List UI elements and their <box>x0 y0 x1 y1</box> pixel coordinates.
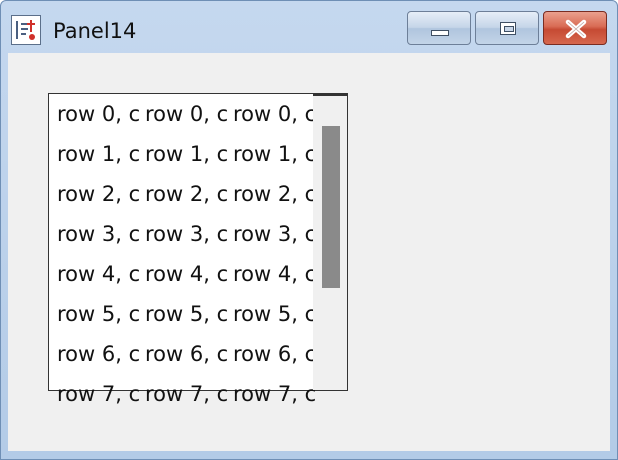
table-cell[interactable]: row 3, c <box>57 222 141 246</box>
minimize-icon <box>431 30 449 36</box>
table-cell[interactable]: row 2, c <box>145 182 229 206</box>
table-cell[interactable]: row 7, c <box>145 382 229 406</box>
table-cell[interactable]: row 1, c <box>57 142 141 166</box>
minimize-button[interactable] <box>407 11 471 45</box>
table-cell[interactable]: row 5, c <box>57 302 141 326</box>
maximize-icon <box>500 22 516 35</box>
maximize-button[interactable] <box>475 11 539 45</box>
close-icon <box>565 19 587 39</box>
close-button[interactable] <box>543 11 607 45</box>
table-cell[interactable]: row 0, c <box>233 102 317 126</box>
table-cell[interactable]: row 0, c <box>145 102 229 126</box>
table-cell[interactable]: row 5, c <box>233 302 317 326</box>
vertical-scrollbar[interactable] <box>313 94 347 390</box>
table-cell[interactable]: row 2, c <box>233 182 317 206</box>
table-cell[interactable]: row 5, c <box>145 302 229 326</box>
table-cell[interactable]: row 4, c <box>145 262 229 286</box>
table-cell[interactable]: row 2, c <box>57 182 141 206</box>
table-cell[interactable]: row 0, c <box>57 102 141 126</box>
table-cell[interactable]: row 7, c <box>233 382 317 406</box>
app-table-icon[interactable] <box>11 15 41 45</box>
table-cell[interactable]: row 1, c <box>145 142 229 166</box>
table-cell[interactable]: row 6, c <box>57 342 141 366</box>
table-cell[interactable]: row 3, c <box>233 222 317 246</box>
scrollbar-top-edge <box>313 94 347 96</box>
table-cell[interactable]: row 6, c <box>233 342 317 366</box>
table-cell[interactable]: row 1, c <box>233 142 317 166</box>
title-bar[interactable]: Panel14 <box>1 1 617 53</box>
table-cell[interactable]: row 3, c <box>145 222 229 246</box>
table-cell[interactable]: row 4, c <box>233 262 317 286</box>
table-cell[interactable]: row 4, c <box>57 262 141 286</box>
scrollbar-thumb[interactable] <box>322 126 340 288</box>
window-title: Panel14 <box>53 19 137 43</box>
table-cell[interactable]: row 7, c <box>57 382 141 406</box>
table-cell[interactable]: row 6, c <box>145 342 229 366</box>
